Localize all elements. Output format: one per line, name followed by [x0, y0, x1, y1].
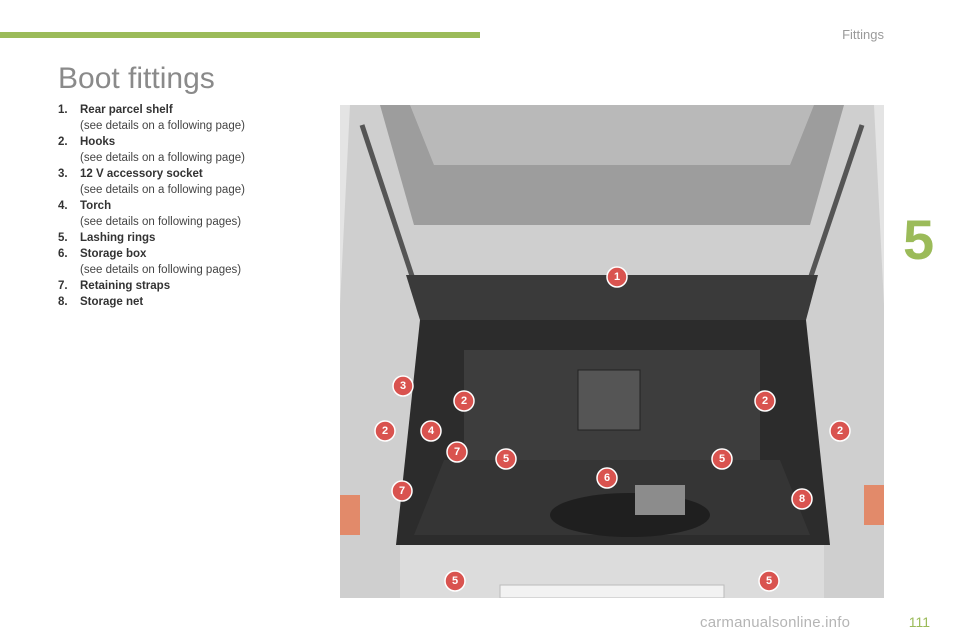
- svg-text:5: 5: [719, 453, 725, 465]
- boot-illustration-svg: 1 2 2 2 2 3 4 5 5 5 5 6 7 7 8: [340, 105, 884, 598]
- svg-text:7: 7: [399, 485, 405, 497]
- section-title: Fittings: [842, 27, 884, 42]
- legend-detail: (see details on a following page): [80, 152, 245, 164]
- legend-number: 3.: [58, 168, 68, 180]
- legend-item: 2. Hooks (see details on a following page): [58, 134, 298, 166]
- callout-2: 2: [453, 390, 475, 412]
- callout-2: 2: [754, 390, 776, 412]
- legend-label: Storage box: [80, 248, 147, 260]
- right-gas-strut: [805, 124, 865, 286]
- legend-label: Lashing rings: [80, 232, 156, 244]
- svg-text:1: 1: [614, 271, 620, 283]
- seat-panel: [577, 369, 641, 431]
- svg-text:6: 6: [604, 472, 610, 484]
- legend-label: Rear parcel shelf: [80, 104, 173, 116]
- legend-label: Torch: [80, 200, 112, 212]
- legend-number: 2.: [58, 136, 68, 148]
- page-title: Boot fittings: [58, 62, 215, 95]
- legend-item: 8. Storage net: [58, 294, 298, 310]
- legend-label: 12 V accessory socket: [80, 168, 203, 180]
- storage-box: [635, 485, 685, 515]
- legend-item: 4. Torch (see details on following pages): [58, 198, 298, 230]
- svg-text:2: 2: [762, 395, 768, 407]
- legend-number: 8.: [58, 296, 68, 308]
- legend-number: 7.: [58, 280, 68, 292]
- legend-number: 5.: [58, 232, 68, 244]
- legend-label: Hooks: [80, 136, 116, 148]
- storage-box-recess: [550, 493, 710, 537]
- svg-text:7: 7: [454, 446, 460, 458]
- callout-5: 5: [711, 448, 733, 470]
- legend-number: 1.: [58, 104, 68, 116]
- callout-4: 4: [420, 420, 442, 442]
- legend-label: Storage net: [80, 296, 144, 308]
- callout-2: 2: [829, 420, 851, 442]
- callout-5: 5: [444, 570, 466, 592]
- svg-text:2: 2: [837, 425, 843, 437]
- watermark: carmanualsonline.info: [700, 614, 851, 631]
- svg-text:3: 3: [400, 380, 406, 392]
- callout-8: 8: [791, 488, 813, 510]
- svg-text:5: 5: [766, 575, 772, 587]
- legend-item: 6. Storage box (see details on following p…: [58, 246, 298, 278]
- parcel-shelf: [406, 275, 818, 320]
- legend-number: 6.: [58, 248, 68, 260]
- number-plate: [499, 584, 725, 598]
- header-accent-bar: [0, 32, 480, 38]
- legend-detail: (see details on following pages): [80, 264, 242, 276]
- boot-illustration: 1 2 2 2 2 3 4 5 5 5 5 6 7 7 8: [340, 105, 884, 598]
- legend-item: 1. Rear parcel shelf (see details on a fol…: [58, 102, 298, 134]
- legend-detail: (see details on following pages): [80, 216, 242, 228]
- left-rear-light: [340, 495, 360, 535]
- callout-3: 3: [392, 375, 414, 397]
- callout-7: 7: [446, 441, 468, 463]
- legend-detail: (see details on a following page): [80, 120, 245, 132]
- tailgate-panel: [410, 105, 814, 165]
- svg-text:4: 4: [428, 425, 435, 437]
- legend-detail: (see details on a following page): [80, 184, 245, 196]
- callout-5: 5: [495, 448, 517, 470]
- legend-item: 5. Lashing rings: [58, 230, 298, 246]
- svg-text:8: 8: [799, 493, 805, 505]
- svg-text:2: 2: [461, 395, 467, 407]
- legend-list: 1. Rear parcel shelf (see details on a fol…: [58, 102, 298, 310]
- svg-text:2: 2: [382, 425, 388, 437]
- callout-7: 7: [391, 480, 413, 502]
- page-number: 111: [908, 614, 930, 630]
- svg-text:5: 5: [503, 453, 509, 465]
- legend-item: 7. Retaining straps: [58, 278, 298, 294]
- svg-text:5: 5: [452, 575, 458, 587]
- callout-5: 5: [758, 570, 780, 592]
- callout-6: 6: [596, 467, 618, 489]
- legend-label: Retaining straps: [80, 280, 171, 292]
- legend-item: 3. 12 V accessory socket (see details on a…: [58, 166, 298, 198]
- callout-1: 1: [606, 266, 628, 288]
- chapter-number: 5: [903, 208, 935, 271]
- left-gas-strut: [359, 124, 418, 286]
- legend-number: 4.: [58, 200, 68, 212]
- right-rear-light: [864, 485, 884, 525]
- callout-2: 2: [374, 420, 396, 442]
